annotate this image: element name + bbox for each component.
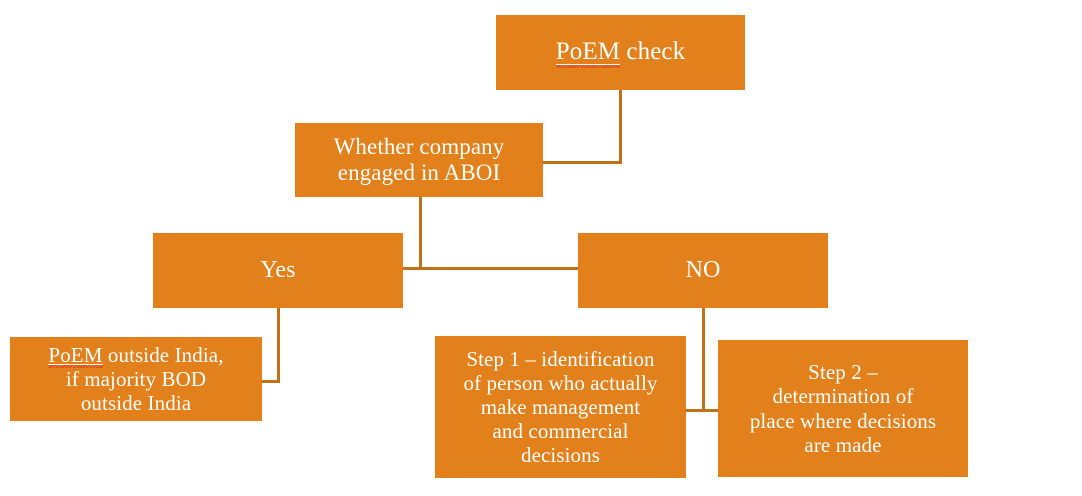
node-yes-label: Yes	[260, 256, 296, 283]
node-poem-check-label-rest: check	[620, 38, 686, 66]
connector-aboi-to-split-vertical	[419, 196, 422, 269]
node-poem-outside-india[interactable]: PoEM outside India, if majority BOD outs…	[10, 337, 262, 421]
node-poem-outside-india-label: PoEM outside India, if majority BOD outs…	[16, 343, 256, 415]
node-no[interactable]: NO	[578, 233, 828, 308]
connector-yes-to-poem-outside-horizontal	[261, 380, 280, 383]
node-poem-check-label: PoEM check	[502, 38, 739, 68]
node-poem-outside-india-label-rest: outside India, if majority BOD outside I…	[65, 342, 224, 416]
spellcheck-misspelled-word: PoEM	[555, 38, 621, 68]
node-step-1[interactable]: Step 1 – identification of person who ac…	[435, 336, 686, 478]
connector-no-to-steps-horizontal	[685, 409, 720, 412]
node-no-label: NO	[685, 256, 721, 283]
node-aboi-check[interactable]: Whether company engaged in ABOI	[295, 123, 543, 197]
connector-yes-no-split-horizontal	[402, 267, 579, 270]
connector-poem-to-aboi-horizontal	[542, 161, 622, 164]
connector-no-to-steps-vertical	[702, 307, 705, 412]
connector-yes-to-poem-outside-vertical	[277, 307, 280, 383]
spellcheck-misspelled-word: PoEM	[48, 342, 103, 369]
node-yes[interactable]: Yes	[153, 233, 403, 308]
node-step-1-label: Step 1 – identification of person who ac…	[463, 346, 658, 468]
connector-poem-to-aboi-vertical	[619, 89, 622, 164]
node-aboi-check-label: Whether company engaged in ABOI	[333, 133, 505, 185]
node-step-2-label: Step 2 – determination of place where de…	[749, 360, 937, 457]
node-poem-check[interactable]: PoEM check	[496, 15, 745, 90]
node-step-2[interactable]: Step 2 – determination of place where de…	[718, 340, 968, 477]
